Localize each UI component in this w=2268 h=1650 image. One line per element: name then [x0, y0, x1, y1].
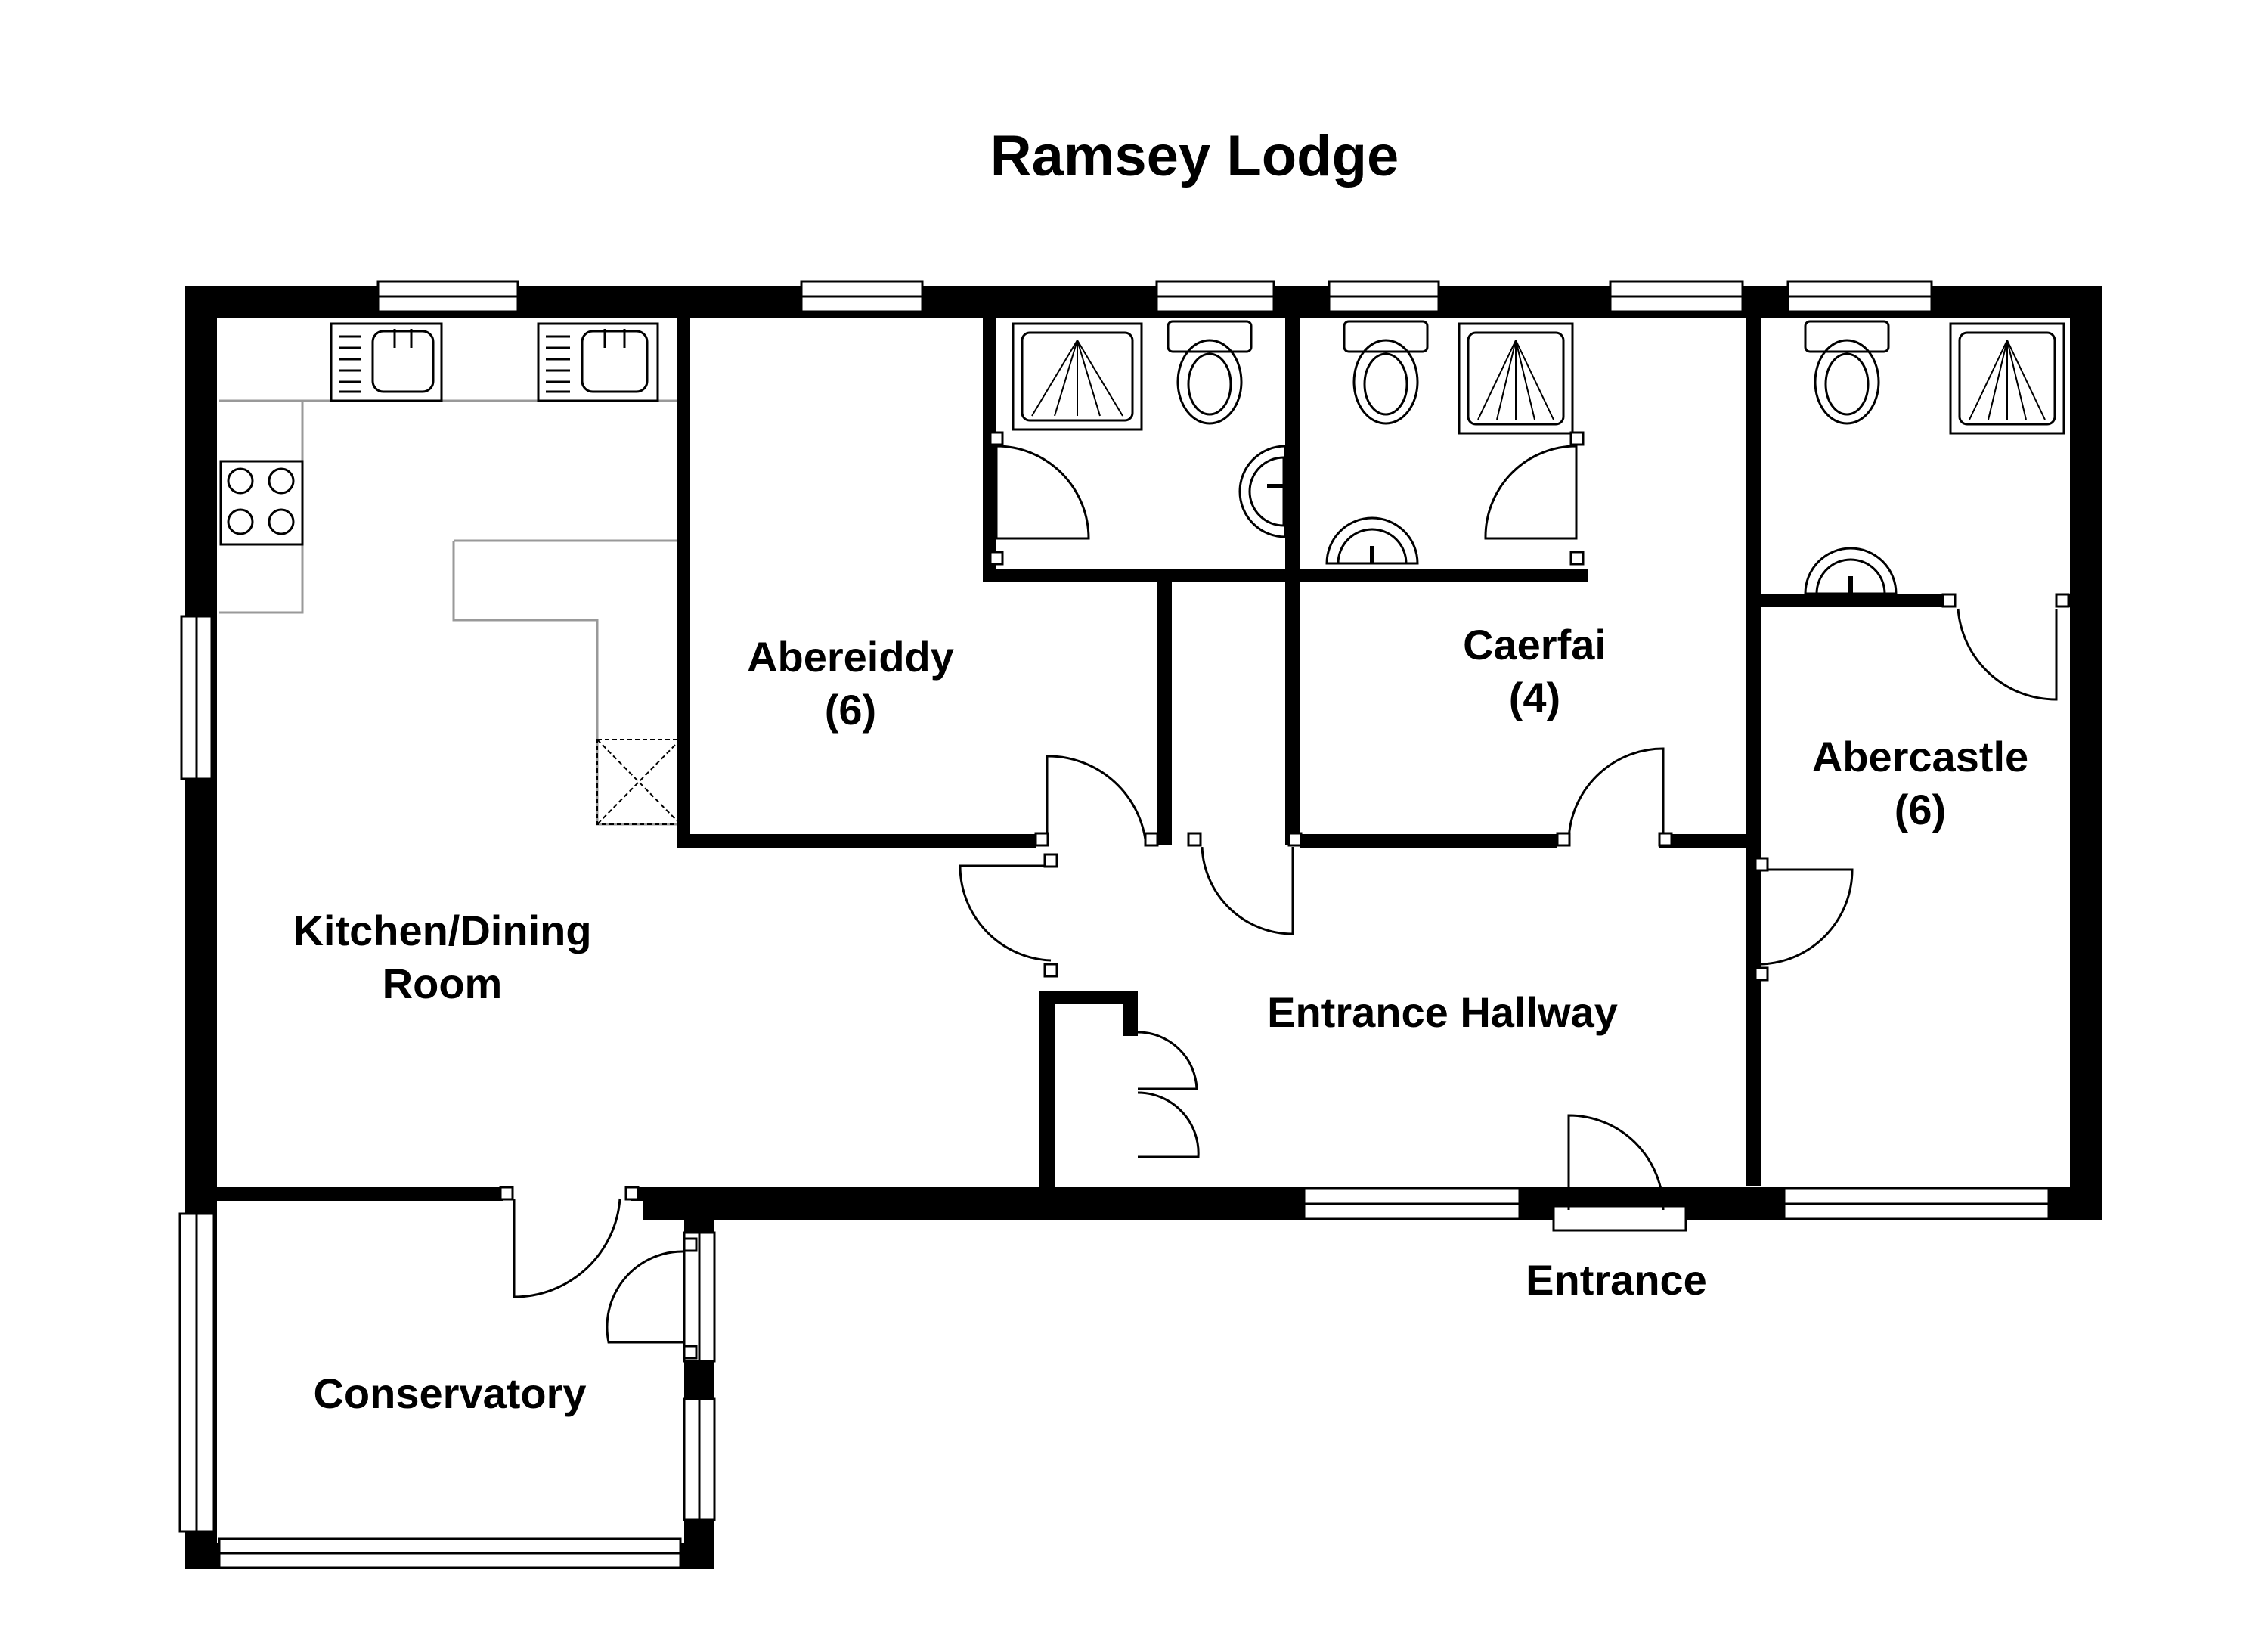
toilet-icon	[1167, 320, 1253, 425]
shower-tray-icon	[1458, 322, 1574, 435]
room-label-conservatory: Conservatory	[313, 1369, 586, 1417]
hob-icon	[219, 460, 304, 546]
toilet-icon	[1343, 320, 1429, 425]
washbasin-icon	[1238, 445, 1287, 538]
door-swing-icon	[499, 431, 2070, 1360]
room-label-abereiddy-capacity: (6)	[825, 686, 876, 734]
sink-icon	[330, 322, 443, 402]
window-icon	[178, 280, 2050, 1569]
toilet-icon	[1804, 320, 1890, 425]
kitchen-worktop	[219, 399, 680, 826]
label-entrance: Entrance	[1526, 1256, 1707, 1304]
washbasin-icon	[1325, 516, 1419, 565]
sink-icon	[537, 322, 659, 402]
shower-tray-icon	[1012, 322, 1143, 431]
room-label-hallway: Entrance Hallway	[1267, 988, 1618, 1036]
room-label-abercastle: Abercastle	[1812, 733, 2028, 780]
shower-tray-icon	[1949, 322, 2065, 435]
plan-title: Ramsey Lodge	[990, 124, 1399, 188]
washbasin-icon	[1804, 547, 1898, 595]
room-label-abercastle-capacity: (6)	[1895, 786, 1946, 833]
room-label-abereiddy: Abereiddy	[747, 633, 954, 681]
appliance-icon	[596, 739, 681, 825]
room-label-caerfai-capacity: (4)	[1509, 674, 1560, 721]
room-label-kitchen-line2: Room	[383, 960, 503, 1007]
room-label-kitchen: Kitchen/Dining	[293, 907, 591, 954]
room-label-caerfai: Caerfai	[1463, 621, 1606, 668]
